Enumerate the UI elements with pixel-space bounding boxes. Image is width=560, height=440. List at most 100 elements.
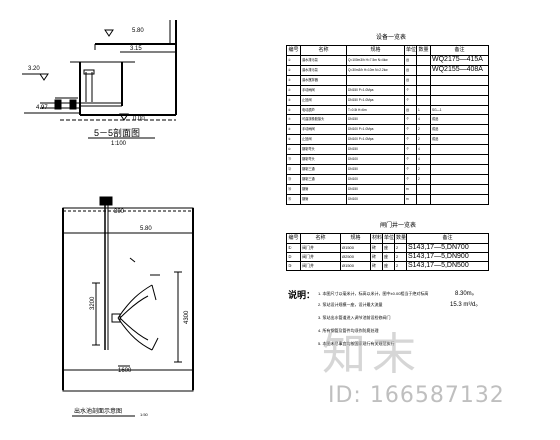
table-cell-name: 钢管 — [300, 193, 347, 205]
table-cell-unit: 个 — [404, 134, 417, 146]
table-cell-unit: 个 — [404, 154, 417, 165]
table-cell-no: ⑫ — [286, 163, 301, 175]
table-cell-note: S143,17—5,DN700 — [406, 243, 489, 253]
table-cell-no: ⑬ — [286, 173, 301, 185]
table-cell-spec: Ø1500 — [340, 261, 371, 271]
section-scale: 1:100 — [111, 141, 127, 147]
table-cell-note: SG—1 — [430, 104, 489, 116]
table-cell-note — [430, 94, 489, 106]
valve-table-title: 闸门井一览表 — [380, 223, 417, 229]
note-line: 3. 泵站出水管道进入调节池前设检修阀门 — [318, 315, 391, 320]
table-header-row: 编号 名称 规格 单位 数量 备注 — [286, 45, 489, 56]
table-cell-unit: 个 — [404, 144, 417, 156]
table-cell-spec — [346, 74, 405, 86]
table-cell-unit: m — [404, 193, 417, 205]
watermark-id: ID: 166587132 — [328, 383, 505, 408]
table-cell-qty: 2 — [416, 163, 431, 175]
table-cell-unit: m — [404, 183, 417, 195]
elevation-label: 3.20 — [28, 66, 40, 72]
table-cell-qty: 2 — [394, 252, 407, 262]
table-cell-note: 成品 — [430, 134, 489, 146]
drawing-caption: 出水池剖面示意图 — [74, 409, 123, 415]
table-cell-name: 钢制三通 — [300, 163, 347, 175]
notes-heading: 说明： — [288, 290, 316, 300]
table-cell-unit: 台 — [404, 55, 417, 66]
table-cell-no: ① — [286, 55, 301, 66]
table-cell-qty: 4 — [416, 114, 431, 126]
table-cell-mat: 砖 — [370, 252, 383, 262]
table-cell-spec: DN150 — [346, 114, 405, 126]
table-cell-name: 阀门井 — [300, 243, 341, 253]
table-cell-spec: Ø2500 — [340, 252, 371, 262]
table-header-row: 编号 名称 规格 材料 单位 数量 备注 — [286, 233, 489, 244]
table-cell-note: 成品 — [430, 124, 489, 136]
table-cell-qty — [416, 193, 431, 205]
table-cell-qty: 2 — [394, 243, 407, 253]
table-cell-unit: 个 — [404, 114, 417, 126]
table-cell-no: ③ — [286, 261, 301, 271]
table-cell-qty: 2 — [416, 134, 431, 146]
table-cell-name: 可曲挠橡胶接头 — [300, 114, 347, 126]
table-cell-note: S143,17—5,DN900 — [406, 252, 489, 262]
table-cell-qty — [416, 64, 431, 76]
table-cell-spec: T=0.5t H=6m — [346, 104, 405, 116]
elevation-label: 0.00 — [133, 116, 145, 122]
table-cell-no: ⑦ — [286, 114, 301, 126]
table-cell-name: 止回阀 — [300, 94, 347, 106]
dimension-label: 3200 — [90, 296, 96, 310]
header-cell: 规格 — [346, 45, 405, 56]
header-cell: 名称 — [300, 233, 341, 244]
table-cell-no: ④ — [286, 84, 301, 96]
table-cell-unit: 座 — [382, 252, 395, 262]
table-cell-unit: 个 — [404, 94, 417, 106]
table-cell-unit: 座 — [382, 243, 395, 253]
note-line: 4. 所有钢管及管件均须作防腐处理 — [318, 328, 379, 333]
table-cell-spec: DN100 P=1.0Mpa — [346, 134, 405, 146]
table-cell-note — [430, 84, 489, 96]
note-line: 1. 本图尺寸以毫米计，标高以米计，图中±0.00相当于绝对标高 — [318, 291, 429, 296]
table-cell-spec: DN100 P=1.0Mpa — [346, 124, 405, 136]
section-5-5-drawing — [22, 20, 177, 139]
section-title: 5－5剖面图 — [94, 128, 141, 138]
table-cell-note — [430, 173, 489, 185]
table-cell-note: S143,17—5,DN500 — [406, 261, 489, 271]
header-cell: 名称 — [300, 45, 347, 56]
table-cell-spec: Q=30m3/h H=10m N=2.2kw — [346, 64, 405, 76]
table-cell-note — [430, 74, 489, 86]
table-cell-no: ⑪ — [286, 154, 301, 165]
table-cell-unit: 个 — [404, 124, 417, 136]
table-cell-note — [430, 154, 489, 165]
table-cell-mat: 砖 — [370, 243, 383, 253]
table-cell-qty: 2 — [416, 124, 431, 136]
equipment-table-title: 设备一览表 — [376, 35, 407, 41]
table-cell-note — [430, 183, 489, 195]
header-cell: 备注 — [430, 45, 489, 56]
elevation-label: 5.80 — [132, 28, 144, 34]
table-cell-unit: 座 — [382, 261, 395, 271]
table-cell-mat: 砖 — [370, 261, 383, 271]
note-line: 2. 泵站设计规模一座，设计最大流量 — [318, 302, 383, 307]
table-cell-qty — [416, 94, 431, 106]
table-cell-name: 止回阀 — [300, 134, 347, 146]
table-cell-no: ② — [286, 252, 301, 262]
table-cell-unit: 台 — [404, 64, 417, 76]
table-cell-no: ③ — [286, 74, 301, 86]
outlet-pool-drawing — [62, 196, 194, 417]
notes-right-text: 15.3 m³/d。 — [450, 302, 482, 308]
table-cell-name: 钢制弯头 — [300, 144, 347, 156]
